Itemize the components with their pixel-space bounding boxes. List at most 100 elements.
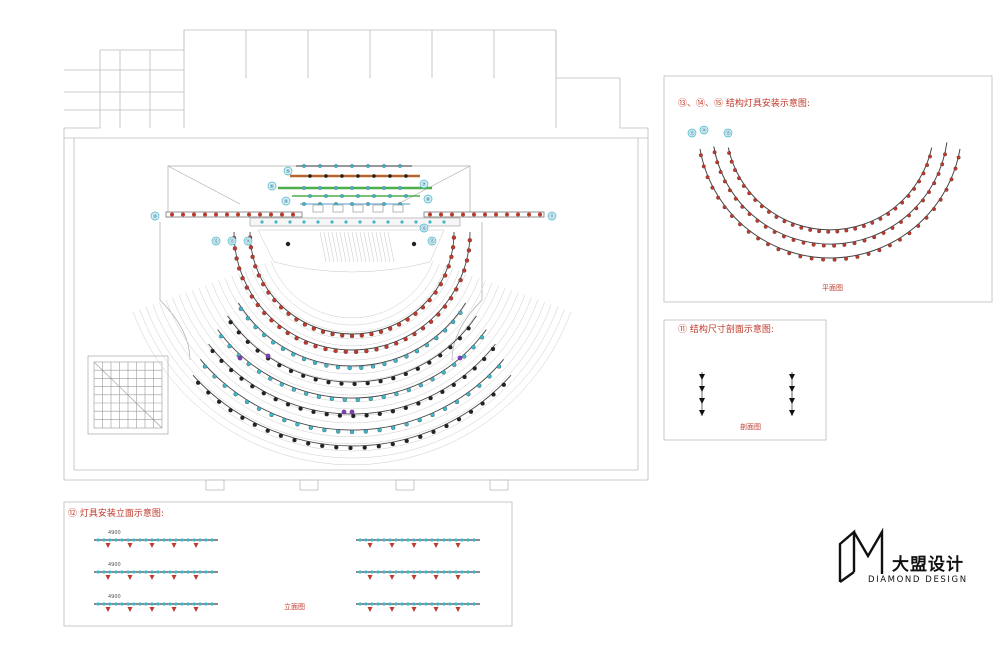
detail-fixture: [907, 213, 911, 218]
marker-label: ⑥: [270, 184, 275, 190]
arc-fixture: [364, 348, 369, 354]
arc-fixture: [240, 276, 245, 281]
arc-fixture: [391, 425, 396, 430]
elevation-fixture-cyan: [102, 602, 106, 606]
detail-fixture: [817, 229, 822, 234]
elevation-fixture-cyan: [114, 538, 118, 542]
fixture: [302, 202, 306, 206]
fixture-purple: [237, 355, 243, 361]
arc-fixture: [266, 290, 271, 295]
fixture: [324, 194, 328, 198]
arc-fixture: [294, 336, 299, 341]
elevation-fixture-cyan: [168, 602, 172, 606]
structure-section-caption: 剖面图: [740, 422, 761, 431]
elevation-fixture-cyan: [418, 602, 422, 606]
arc-fixture: [253, 324, 258, 330]
fixture-cyan: [400, 220, 404, 224]
elevation-fixture-cyan: [400, 538, 404, 542]
seat-row: [185, 292, 519, 410]
fixture-cyan: [344, 220, 348, 224]
fixture: [366, 186, 370, 190]
arc-fixture: [430, 377, 435, 382]
arc-fixture: [351, 413, 356, 419]
marker-badge: [283, 166, 293, 176]
arc-fixture: [377, 411, 382, 417]
arc-fixture: [313, 344, 318, 349]
section-fixture: [699, 374, 705, 380]
hatch-line: [387, 231, 395, 263]
fixture: [302, 164, 306, 168]
arc-fixture: [253, 264, 258, 269]
elevation-fixture-cyan: [418, 570, 422, 574]
arc-fixture: [420, 305, 426, 310]
arc-fixture: [326, 380, 331, 385]
arc-fixture: [303, 340, 309, 345]
elevation-fixture-cyan: [150, 538, 154, 542]
detail-fixture: [722, 179, 727, 184]
arc-fixture: [362, 445, 367, 450]
elevation-fixture-red: [127, 607, 133, 612]
elevation-fixture-cyan: [412, 570, 416, 574]
detail-fixture: [712, 150, 717, 155]
elevation-fixture-cyan: [388, 538, 392, 542]
detail-fixture: [852, 241, 857, 246]
arc-fixture: [219, 358, 224, 364]
structure-section-title: ⑪ 结构尺寸剖面示意图:: [678, 323, 774, 335]
elevation-fixture-cyan: [156, 570, 160, 574]
detail-fixture: [844, 228, 849, 233]
elevation-fixture-cyan: [382, 570, 386, 574]
seat-row: [231, 275, 473, 361]
arc-fixture: [468, 409, 474, 414]
arc-fixture: [330, 331, 335, 337]
elevation-fixture-cyan: [162, 602, 166, 606]
arc-fixture: [280, 346, 286, 352]
arc-fixture: [236, 330, 241, 335]
elevation-fixture-red: [105, 607, 111, 612]
arc-fixture: [418, 382, 423, 388]
arc-fixture: [239, 376, 244, 381]
detail-fixture: [907, 231, 912, 236]
arc-fixture: [417, 417, 422, 423]
arc-fixture: [412, 331, 417, 337]
fixture: [334, 186, 338, 190]
detail-fixture: [809, 256, 814, 261]
arc-fixture: [451, 382, 456, 388]
detail-fixture: [936, 171, 941, 176]
fixture-red: [225, 212, 229, 217]
elevation-fixture-cyan: [114, 602, 118, 606]
arc-fixture: [480, 401, 485, 406]
seat-row: [211, 282, 493, 382]
hatch-line: [347, 231, 355, 263]
elevation-fixture-cyan: [388, 602, 392, 606]
seat-row: [270, 261, 434, 319]
arc-fixture: [312, 360, 318, 365]
arc-fixture: [244, 399, 250, 405]
arc-fixture: [262, 310, 267, 316]
arc-fixture: [405, 317, 410, 322]
marker-label: ⑤: [286, 169, 290, 175]
arc-fixture: [448, 345, 453, 350]
fixture-red: [439, 212, 443, 217]
elevation-fixture-cyan: [418, 538, 422, 542]
arc-fixture: [291, 387, 297, 392]
elevation-fixture-cyan: [424, 602, 428, 606]
detail-fixture: [844, 256, 849, 261]
elevation-fixture-cyan: [96, 570, 100, 574]
elevation-fixture-cyan: [472, 538, 476, 542]
detail-fixture: [932, 207, 936, 212]
detail-fixture: [877, 248, 882, 253]
detail-fixture: [835, 229, 840, 234]
arc-fixture: [353, 349, 359, 355]
elevation-fixture-cyan: [162, 538, 166, 542]
arc-fixture: [394, 341, 399, 346]
arc-fixture: [210, 348, 215, 354]
arc-fixture: [219, 334, 224, 339]
upstage-trusses: [278, 164, 432, 213]
detail-fixture: [715, 160, 720, 165]
arc-fixture: [265, 428, 270, 433]
elevation-fixture-cyan: [370, 570, 374, 574]
elevation-fixture-cyan: [204, 570, 208, 574]
arc-fixture: [394, 391, 399, 397]
elevation-fixture-cyan: [382, 602, 386, 606]
elevation-fixture-cyan: [210, 570, 214, 574]
